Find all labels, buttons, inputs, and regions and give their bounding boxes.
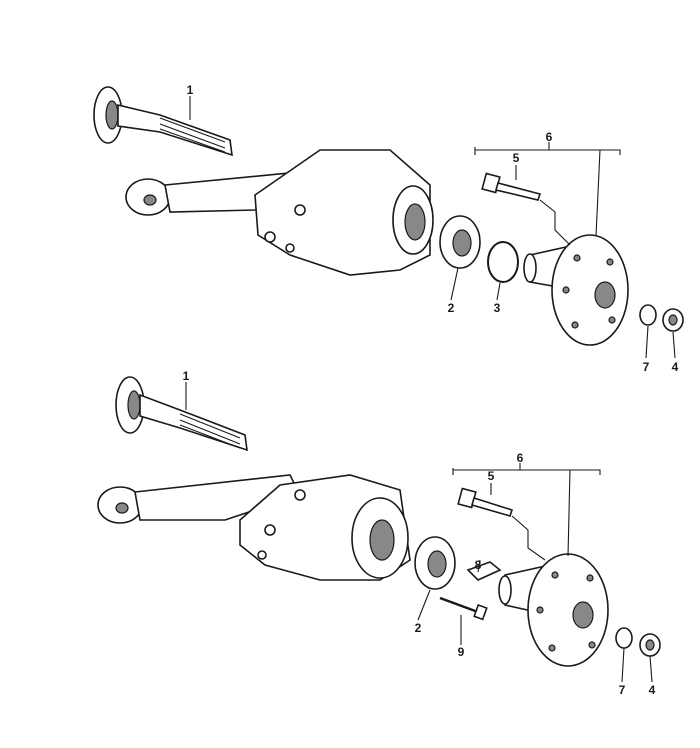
top-axle-shaft <box>93 86 233 157</box>
callout-top-5: 5 <box>512 151 520 165</box>
callout-top-7: 7 <box>642 360 650 374</box>
bottom-bolt <box>457 487 514 517</box>
callout-bottom-4: 4 <box>648 683 656 697</box>
top-leader-lines <box>189 96 676 359</box>
top-washer-nut <box>639 304 684 332</box>
bottom-wheel-bearing <box>414 536 456 590</box>
top-wheel-hub <box>523 234 629 346</box>
callout-bottom-9: 9 <box>457 645 465 659</box>
bottom-washer-nut <box>615 627 661 657</box>
callout-top-3: 3 <box>493 301 501 315</box>
callout-bottom-5: 5 <box>487 469 495 483</box>
top-circlip <box>487 241 519 283</box>
bottom-leader-lines <box>185 382 653 683</box>
callout-top-4: 4 <box>671 360 679 374</box>
bottom-wheel-hub <box>498 553 609 667</box>
bottom-axle-shaft <box>115 376 248 452</box>
callout-top-2: 2 <box>447 301 455 315</box>
top-trailing-arm <box>125 149 434 276</box>
bottom-lock-plate <box>466 561 502 581</box>
callout-bottom-6: 6 <box>516 451 524 465</box>
bottom-screw <box>439 596 488 621</box>
callout-bottom-2: 2 <box>414 621 422 635</box>
top-bolt <box>481 172 542 201</box>
callout-top-6: 6 <box>545 130 553 144</box>
callout-bottom-8: 8 <box>474 558 482 572</box>
callout-bottom-1: 1 <box>182 369 190 383</box>
bottom-trailing-arm <box>97 474 411 581</box>
callout-top-1: 1 <box>186 83 194 97</box>
callout-bottom-7: 7 <box>618 683 626 697</box>
top-wheel-bearing <box>439 215 481 269</box>
